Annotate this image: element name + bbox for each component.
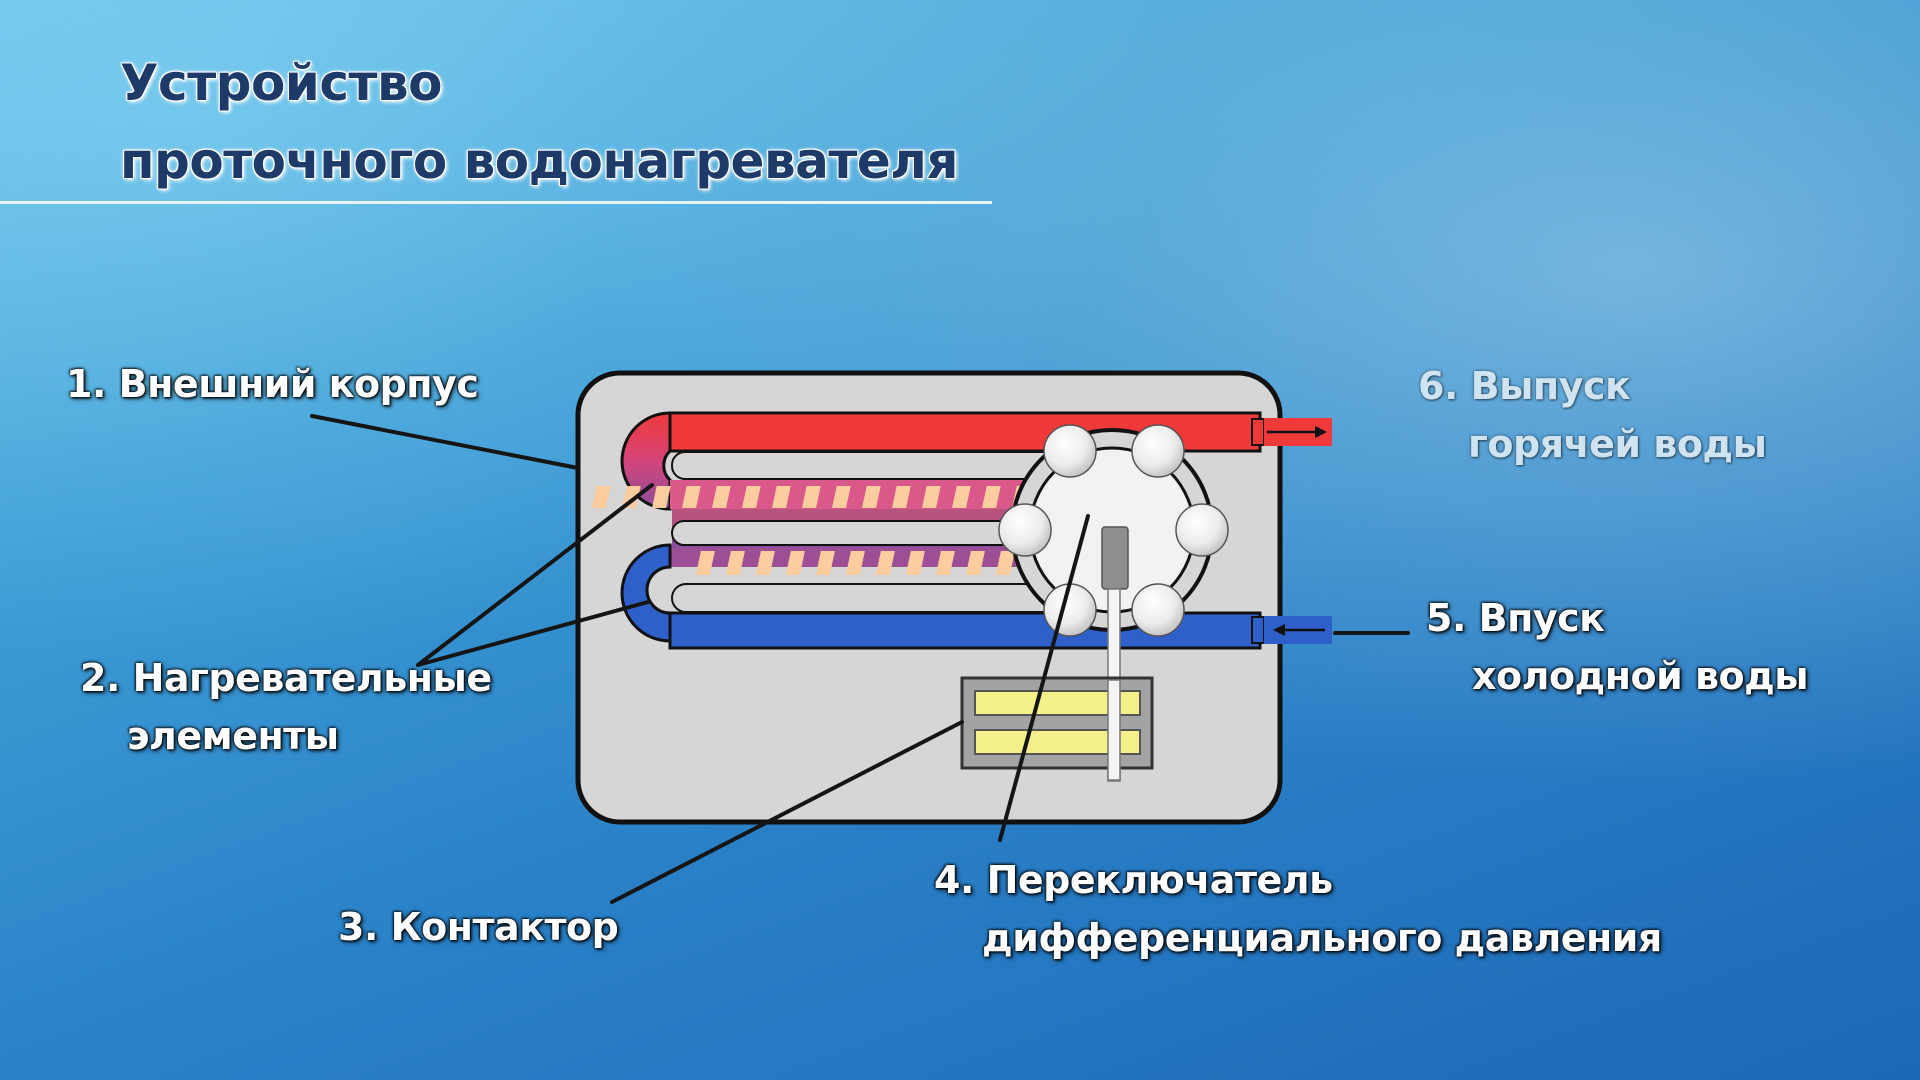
leader-heating-b — [416, 600, 650, 667]
contactor — [960, 676, 1154, 781]
leader-switch — [998, 514, 1090, 842]
hot-outlet-pipe — [1251, 418, 1332, 446]
cold-inlet-pipe — [1251, 616, 1332, 644]
leader-lines — [310, 414, 1410, 904]
label-heating-line1: 2. Нагревательные — [80, 656, 492, 700]
label-outlet-line1: 6. Выпуск — [1418, 364, 1631, 408]
label-contactor: 3. Контактор — [338, 905, 619, 949]
page-title-line1: Устройство — [120, 54, 442, 112]
label-inlet-line2: холодной воды — [1472, 654, 1809, 698]
label-heating-line2: элементы — [127, 714, 339, 758]
label-inlet-line1: 5. Впуск — [1426, 596, 1605, 640]
label-housing: 1. Внешний корпус — [66, 362, 479, 406]
leader-heating-a — [416, 483, 654, 667]
label-switch-line1: 4. Переключатель — [934, 858, 1333, 902]
page-title-line2: проточного водонагревателя — [120, 132, 958, 190]
label-switch-line2: дифференциального давления — [982, 916, 1662, 960]
leader-housing — [310, 414, 580, 470]
label-outlet-line2: горячей воды — [1468, 422, 1767, 466]
leader-contactor — [610, 720, 964, 904]
pipe-left-bend-bottom — [620, 543, 672, 643]
heating-coil-top — [592, 486, 1031, 508]
title-underline — [0, 201, 992, 204]
